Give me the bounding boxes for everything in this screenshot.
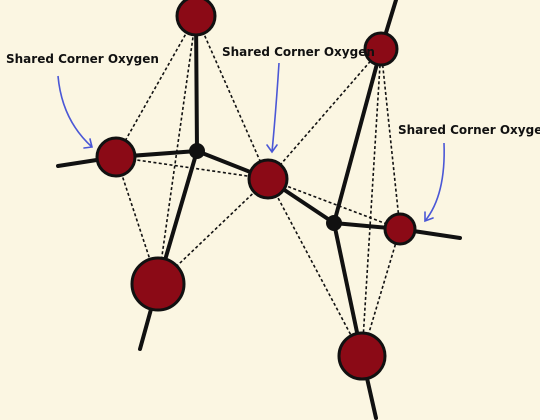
edge — [380, 48, 401, 230]
annotation-arrows — [57, 62, 445, 223]
arrowhead-left — [83, 138, 93, 149]
arrowhead-right — [424, 211, 434, 223]
label-shared-corner-oxygen-right: Shared Corner Oxygen — [398, 123, 540, 137]
arrowhead-middle — [266, 144, 278, 154]
right-center-atom — [326, 215, 342, 231]
oxygen-atom-shared-right — [383, 212, 417, 246]
oxygen-atoms — [95, 0, 417, 381]
edge — [195, 15, 269, 180]
arrow-middle — [271, 62, 280, 153]
oxygen-atom-shared-middle — [247, 158, 289, 200]
edge — [267, 178, 401, 230]
label-shared-corner-oxygen-middle: Shared Corner Oxygen — [222, 45, 375, 59]
left-center-atom — [189, 143, 205, 159]
edge — [115, 156, 159, 285]
arrow-left — [57, 75, 93, 148]
edge — [267, 178, 363, 357]
oxygen-atom-bottom-right — [337, 331, 387, 381]
edge — [267, 48, 382, 180]
edge — [157, 15, 197, 285]
bond — [194, 14, 199, 153]
right-tetrahedron-edges — [267, 48, 401, 357]
label-shared-corner-oxygen-left: Shared Corner Oxygen — [6, 52, 159, 66]
arrow-right — [424, 142, 445, 222]
oxygen-atom-top-left — [175, 0, 217, 37]
edge — [361, 48, 382, 357]
edge — [115, 15, 197, 158]
oxygen-atom-bottom-left — [130, 256, 186, 312]
oxygen-atom-top-right — [363, 31, 399, 67]
oxygen-atom-shared-left — [95, 136, 137, 178]
bond — [332, 47, 383, 225]
